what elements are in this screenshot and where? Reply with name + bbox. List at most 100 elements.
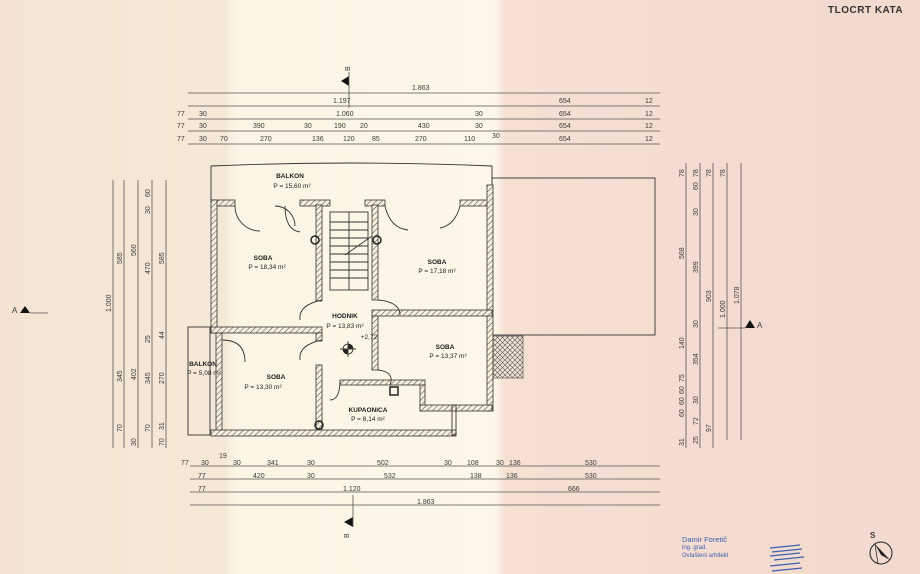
dim: 654 [559,123,571,130]
dim: 72 [693,417,700,425]
dim: 30 [492,133,500,140]
dim: 1.863 [417,499,435,506]
dim: 345 [145,372,152,384]
building-plan [187,162,656,437]
dim: 77 [177,123,185,130]
dimensions-left: 1.000 585 345 70 560 402 30 30 60 470 25… [106,180,167,448]
dim: 12 [645,123,653,130]
dim: 77 [198,473,206,480]
dim: 345 [117,370,124,382]
north-arrow-icon: S [869,531,893,565]
dim: 270 [415,136,427,143]
dimensions-right: 78 568 140 75 60 60 60 31 78 60 30 399 3… [679,163,742,448]
dim: 30 [693,396,700,404]
dim: 1.000 [106,294,113,312]
dim: 666 [568,486,580,493]
dim: 1.863 [412,85,430,92]
room-labels: BALKON P = 15,60 m² SOBA P = 18,34 m² SO… [187,173,467,423]
dim: 70 [159,438,166,446]
room-area: P = 15,60 m² [273,183,311,190]
dim: 70 [117,424,124,432]
dim: 30 [307,460,315,467]
dim: 341 [267,460,279,467]
dim: 30 [496,460,504,467]
dim: 136 [509,460,521,467]
dim: 430 [418,123,430,130]
dim: 1.197 [333,98,351,105]
room-area: P = 17,18 m² [418,268,456,275]
dim: 12 [645,136,653,143]
room-area: P = 18,34 m² [248,264,286,271]
dimensions-top: 1.863 1.197 654 12 77 30 1.060 30 654 12… [177,85,660,145]
dim: 560 [131,244,138,256]
dim: 903 [706,290,713,302]
dim: 1.000 [720,300,727,318]
section-label: B [344,533,351,538]
dim: 78 [693,169,700,177]
dim: 60 [693,182,700,190]
dim: 140 [679,337,686,349]
dim: 60 [679,386,686,394]
dim: 60 [145,189,152,197]
room-area: P = 8,14 m² [351,416,385,423]
drawing-title: TLOCRT KATA [828,5,904,16]
room-name: SOBA [428,259,447,266]
dim: 502 [377,460,389,467]
dim: 654 [559,98,571,105]
dim: 30 [201,460,209,467]
dim: 270 [159,372,166,384]
stamp-seal [769,544,805,572]
chimney [492,335,524,379]
room-name: HODNIK [332,313,358,320]
dim: 30 [304,123,312,130]
stamp-title: ing. grad. [682,545,708,551]
dim: 31 [679,438,686,446]
section-marker-b-bottom: B [344,495,354,538]
room-name: SOBA [267,374,286,381]
section-label: B [345,66,352,71]
dim: 20 [360,123,368,130]
dim: 70 [220,136,228,143]
dim: 585 [117,252,124,264]
dim: 30 [199,136,207,143]
dim: 470 [145,262,152,274]
flue-icon [372,235,382,245]
dim: 75 [679,374,686,382]
vent-icon [389,386,399,396]
room-name: SOBA [436,344,455,351]
dim: 77 [181,460,189,467]
dim: 1.120 [343,486,361,493]
dim: 1.078 [734,286,741,304]
dimensions-bottom: 77 30 19 30 341 30 502 30 108 30 136 530… [181,453,660,506]
dim: 12 [645,98,653,105]
section-label: A [757,321,763,330]
dim: 120 [343,136,355,143]
room-name: KUPAONICA [349,407,388,414]
dim: 30 [693,320,700,328]
dim: 78 [679,169,686,177]
dim: 30 [475,123,483,130]
dim: 399 [693,261,700,273]
room-area: P = 13,37 m² [429,353,467,360]
dim: 85 [372,136,380,143]
dim: 97 [706,424,713,432]
dim: 30 [199,123,207,130]
dim: 30 [693,208,700,216]
dim: 25 [145,335,152,343]
section-label: A [12,306,18,315]
dim: 138 [470,473,482,480]
flue-icon [310,235,320,245]
compass-label: S [870,531,876,540]
flue-icon [314,420,324,430]
dim: 1.060 [336,111,354,118]
room-name: BALKON [189,361,217,368]
dim: 30 [145,206,152,214]
dim: 110 [464,136,475,143]
dim: 60 [679,409,686,417]
level-marker-icon [340,341,356,357]
dim: 78 [720,169,727,177]
dim: 654 [559,136,571,143]
dim: 30 [444,460,452,467]
dim: 30 [307,473,315,480]
dim: 530 [585,460,597,467]
